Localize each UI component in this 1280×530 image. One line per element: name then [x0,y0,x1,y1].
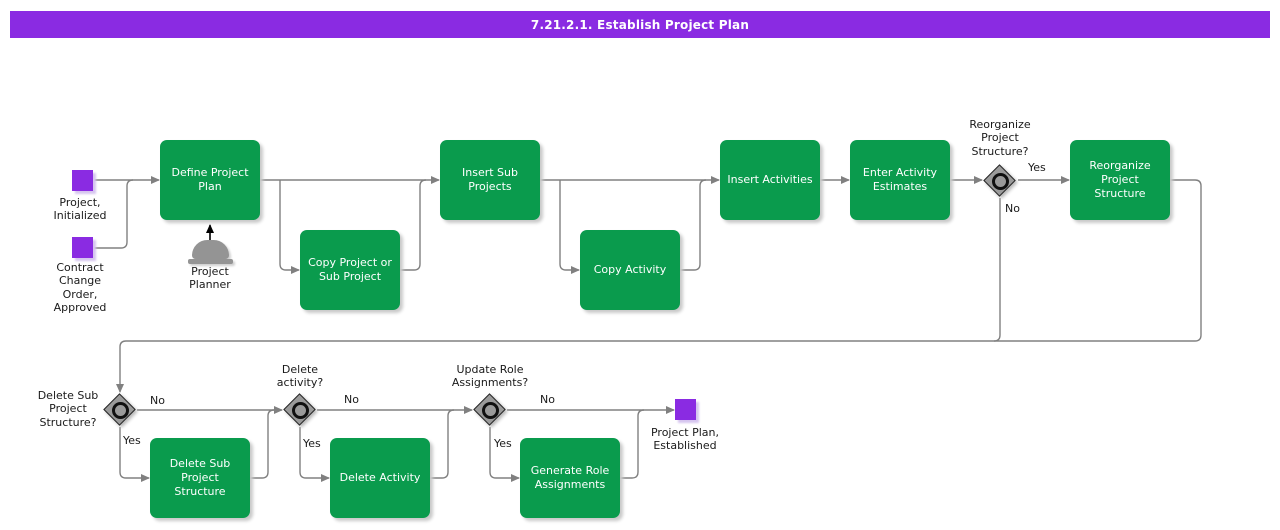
task-label: Enter Activity Estimates [862,166,938,193]
page-title: 7.21.2.1. Establish Project Plan [530,17,750,32]
gateway-reorganize-project-structure[interactable] [983,164,1017,198]
task-delete-sub-project-structure[interactable]: Delete Sub Project Structure [150,438,250,518]
gateway-circle-icon [991,172,1009,190]
yes-label: Yes [494,437,512,450]
connector-reorganize-return-loop [116,179,1202,393]
gateway-label-reorganize: Reorganize Project Structure? [969,118,1031,158]
gateway-delete-sub-project-structure[interactable] [103,393,137,427]
gateway-update-role-assignments[interactable] [473,393,507,427]
gateway-label-update-roles: Update Role Assignments? [451,363,529,390]
gateway-circle-icon [111,401,129,419]
task-generate-role-assignments[interactable]: Generate Role Assignments [520,438,620,518]
project-planner-actor-base-icon [188,259,233,264]
task-label: Reorganize Project Structure [1089,159,1151,200]
event-label-project-initialized: Project, Initialized [53,196,107,223]
connector-deleteactivity-return [430,409,455,479]
task-insert-activities[interactable]: Insert Activities [720,140,820,220]
yes-label: Yes [123,434,141,447]
task-delete-activity[interactable]: Delete Activity [330,438,430,518]
yes-label: Yes [1028,161,1046,174]
end-event-project-plan-established[interactable] [675,399,696,420]
project-planner-actor-icon[interactable] [192,240,229,259]
gateway-circle-icon [291,401,309,419]
gateway-delete-activity[interactable] [283,393,317,427]
gateway-circle-icon [481,401,499,419]
task-label: Delete Sub Project Structure [169,457,231,498]
actor-label-project-planner: Project Planner [189,265,231,292]
connector-branch-to-copyproject [279,180,300,274]
connector-d3-yes [489,427,520,482]
task-insert-sub-projects[interactable]: Insert Sub Projects [440,140,540,220]
connector-d1-yes [119,427,150,482]
start-event-contract-change-order[interactable] [72,237,93,258]
event-label-project-plan-established: Project Plan, Established [650,426,720,453]
connector-copyactivity-return [680,179,707,271]
task-label: Define Project Plan [171,166,249,193]
start-event-project-initialized[interactable] [72,170,93,191]
task-copy-activity[interactable]: Copy Activity [580,230,680,310]
task-reorganize-project-structure[interactable]: Reorganize Project Structure [1070,140,1170,220]
event-label-contract-change-order: Contract Change Order, Approved [53,261,107,315]
task-define-project-plan[interactable]: Define Project Plan [160,140,260,220]
connector-gateway-no-down [993,198,1001,342]
task-label: Delete Activity [339,471,421,485]
yes-label: Yes [303,437,321,450]
connector-copyproject-return [400,179,427,271]
task-label: Generate Role Assignments [530,464,610,491]
connector-deletesub-return [250,409,275,479]
title-bar: 7.21.2.1. Establish Project Plan [10,11,1270,38]
gateway-label-delete-sub: Delete Sub Project Structure? [37,389,99,429]
connector-branch-to-copyactivity [559,180,580,274]
connector-generateroles-return [620,409,645,479]
no-label: No [1005,202,1020,215]
task-label: Copy Project or Sub Project [308,256,392,283]
no-label: No [344,393,359,406]
gateway-label-delete-activity: Delete activity? [276,363,324,390]
task-label: Insert Sub Projects [462,166,518,193]
no-label: No [150,394,165,407]
connector-d2-yes [299,427,330,482]
task-enter-activity-estimates[interactable]: Enter Activity Estimates [850,140,950,220]
task-label: Copy Activity [593,263,667,277]
connector-start2-merge [94,179,134,249]
task-label: Insert Activities [727,173,813,187]
task-copy-project-or-sub-project[interactable]: Copy Project or Sub Project [300,230,400,310]
no-label: No [540,393,555,406]
